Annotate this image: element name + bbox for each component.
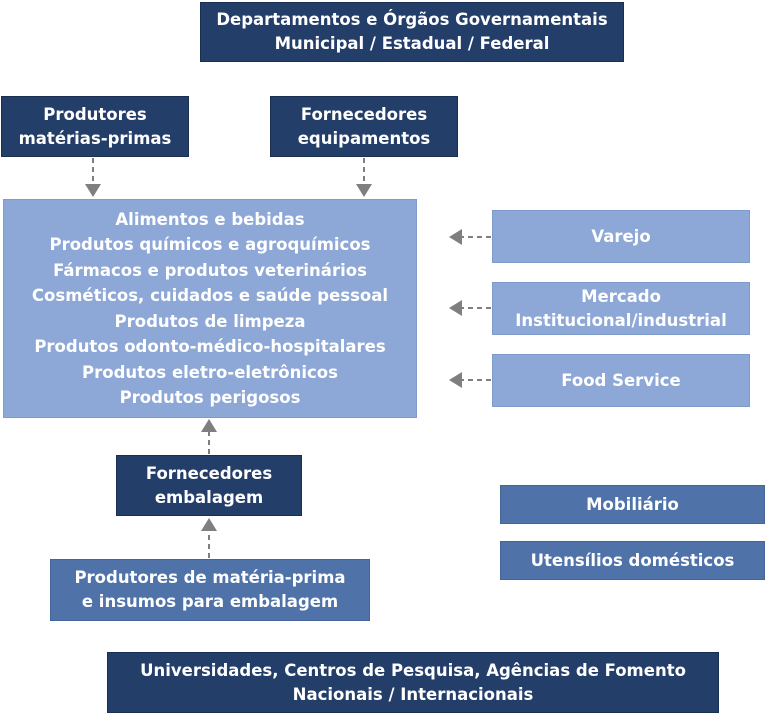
equipment-suppliers-line-1: Fornecedores <box>300 104 428 124</box>
arrowhead-up <box>201 518 217 531</box>
institutional-market-line-1: Mercado <box>581 286 661 306</box>
universities-line-2: Nacionais / Internacionais <box>292 684 534 704</box>
packaging-suppliers-line-2: embalagem <box>154 487 264 507</box>
arrowhead-left <box>449 372 462 388</box>
packaging-suppliers-line-1: Fornecedores <box>145 463 273 483</box>
packaging-suppliers-box: Fornecedores embalagem <box>116 455 302 516</box>
equipment-suppliers-box: Fornecedores equipamentos <box>270 96 458 157</box>
institutional-market-box: Mercado Institucional/industrial <box>492 282 750 335</box>
food-service-label: Food Service <box>561 370 681 390</box>
raw-material-producers-box: Produtores matérias-primas <box>1 96 189 157</box>
raw-material-producers-line-1: Produtores <box>43 104 147 124</box>
government-line-1: Departamentos e Órgãos Governamentais <box>216 10 608 29</box>
furniture-box: Mobiliário <box>500 485 765 524</box>
products-box: Alimentos e bebidas Produtos químicos e … <box>3 199 417 418</box>
product-item: Produtos eletro-eletrônicos <box>82 362 338 382</box>
product-item: Produtos odonto-médico-hospitalares <box>34 337 386 356</box>
arrowhead-left <box>449 300 462 316</box>
packaging-material-producers-line-1: Produtores de matéria-prima <box>74 568 346 587</box>
product-item: Fármacos e produtos veterinários <box>53 260 367 280</box>
raw-material-producers-line-2: matérias-primas <box>18 128 172 148</box>
packaging-material-producers-box: Produtores de matéria-prima e insumos pa… <box>50 559 370 621</box>
retail-label: Varejo <box>591 226 651 246</box>
universities-line-1: Universidades, Centros de Pesquisa, Agên… <box>140 660 686 680</box>
packaging-material-producers-line-2: e insumos para embalagem <box>81 592 339 611</box>
institutional-market-line-2: Institucional/industrial <box>515 310 727 330</box>
arrowhead-down <box>356 184 372 197</box>
government-departments-box: Departamentos e Órgãos Governamentais Mu… <box>200 2 624 62</box>
arrowhead-down <box>85 184 101 197</box>
product-item: Produtos perigosos <box>119 388 301 407</box>
arrowhead-up <box>201 419 217 432</box>
arrowhead-left <box>449 229 462 245</box>
product-item: Cosméticos, cuidados e saúde pessoal <box>31 286 389 305</box>
household-utensils-label: Utensílios domésticos <box>530 550 735 570</box>
equipment-suppliers-line-2: equipamentos <box>297 128 431 148</box>
product-item: Alimentos e bebidas <box>115 209 305 229</box>
household-utensils-box: Utensílios domésticos <box>500 541 765 580</box>
product-item: Produtos químicos e agroquímicos <box>49 235 371 254</box>
government-line-2: Municipal / Estadual / Federal <box>274 34 550 53</box>
universities-box: Universidades, Centros de Pesquisa, Agên… <box>107 652 719 713</box>
retail-box: Varejo <box>492 210 750 263</box>
furniture-label: Mobiliário <box>586 494 679 514</box>
product-item: Produtos de limpeza <box>114 311 306 331</box>
food-service-box: Food Service <box>492 354 750 407</box>
